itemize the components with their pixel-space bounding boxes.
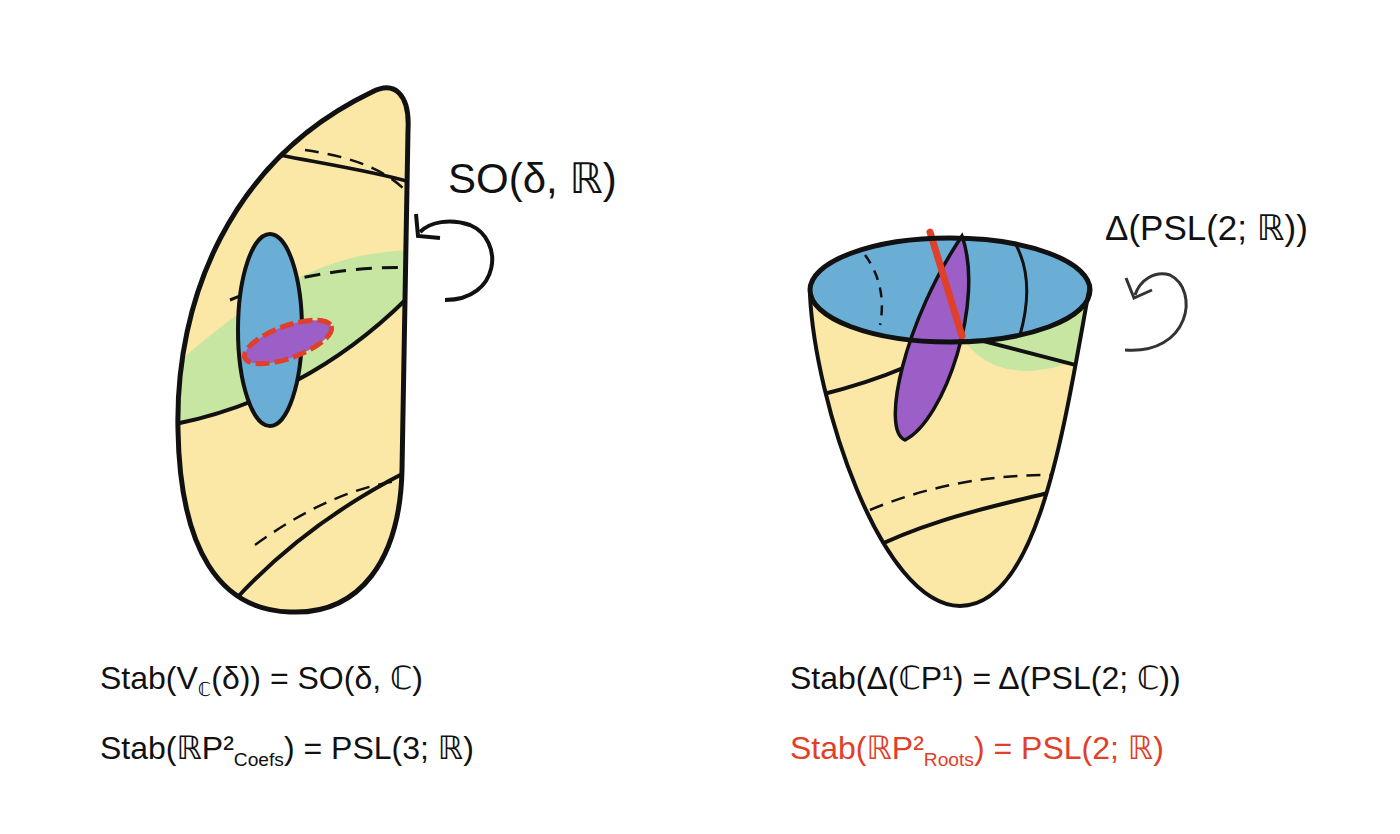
stabilizer-equation: Stab(Vℂ(δ)) = SO(δ, ℂ) <box>100 662 423 699</box>
text-part: Stab(V <box>100 660 198 696</box>
rotation-arrow <box>416 214 492 300</box>
text-part: Stab(ℝP² <box>790 730 924 766</box>
text-part: Stab(ℝP² <box>100 730 234 766</box>
stabilizer-equation: Stab(ℝP²Coefs) = PSL(3; ℝ) <box>100 732 474 769</box>
complex-surface <box>170 88 420 612</box>
cone-surface <box>810 232 1100 606</box>
subscript: ℂ <box>198 679 211 700</box>
rotation-arrow <box>1125 274 1186 351</box>
text-part: (δ)) = SO(δ, ℂ) <box>211 660 423 696</box>
stabilizer-equation: Stab(ℝP²Roots) = PSL(2; ℝ) <box>790 732 1164 769</box>
stabilizer-equation: Stab(Δ(ℂP¹) = Δ(PSL(2; ℂ)) <box>790 662 1181 694</box>
group-label: SO(δ, ℝ) <box>448 158 617 200</box>
subscript: Coefs <box>234 749 284 770</box>
text-part: ) = PSL(2; ℝ) <box>974 730 1164 766</box>
text-part: ) = PSL(3; ℝ) <box>284 730 474 766</box>
subscript: Roots <box>924 749 974 770</box>
group-label: Δ(PSL(2; ℝ)) <box>1105 210 1308 245</box>
